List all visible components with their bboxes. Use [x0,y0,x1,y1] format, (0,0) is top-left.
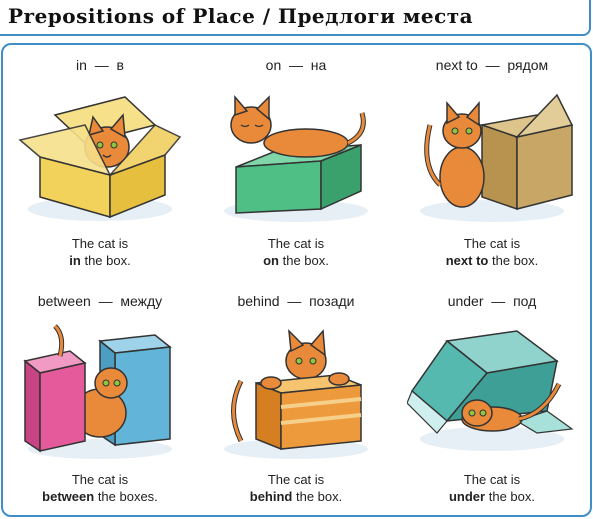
card-heading: next to — рядом [397,57,587,73]
word-russian: под [513,293,537,309]
caption-line-1: The cat is [71,236,129,251]
caption-tail: the box. [491,253,539,268]
word-russian: между [120,293,163,309]
card-heading: under — под [397,293,587,309]
heading-dash: — [289,57,304,73]
caption-line-1: The cat is [463,236,521,251]
word-russian: на [310,57,327,73]
illustration-cat-between-boxes [23,324,172,459]
caption-tail: the boxes. [97,489,158,504]
word-english: between [37,293,91,309]
card-next-to: next to — рядом The cat is next to the b… [397,45,587,275]
caption-tail: the box. [488,489,535,504]
word-english: next to [435,57,478,73]
caption-tail: the box. [282,253,329,268]
illustration-cat-next-to-box [420,93,574,222]
word-russian: рядом [507,57,549,73]
heading-dash: — [287,293,302,309]
word-english: under [447,293,484,309]
caption-keyword: under [448,489,486,504]
caption-line-1: The cat is [267,472,325,487]
card-behind: behind — позади The cat is behind the bo… [201,281,391,511]
heading-dash: — [94,57,109,73]
card-heading: in — в [5,57,195,73]
heading-dash: — [98,293,113,309]
illustration-cat-on-box [224,94,368,222]
word-russian: позади [309,293,355,309]
caption-keyword: behind [249,489,293,504]
caption-line-2: between the boxes. [5,489,195,504]
caption-line-2: under the box. [397,489,587,504]
illustration-cat-behind-box [224,328,368,459]
illustration-cat-under-box [407,330,574,451]
card-heading: between — между [5,293,195,309]
header-bar: Prepositions of Place / Предлоги места [0,0,591,36]
caption-line-2: on the box. [201,253,391,268]
heading-dash: — [491,293,506,309]
card-on: on — на The cat is on the box. [201,45,391,275]
word-russian: в [116,57,124,73]
caption-keyword: between [42,489,95,504]
caption-line-1: The cat is [267,236,325,251]
card-heading: behind — позади [201,293,391,309]
caption-line-2: in the box. [5,253,195,268]
caption-keyword: next to [445,253,489,268]
caption-keyword: on [263,253,279,268]
caption-line-2: next to the box. [397,253,587,268]
caption-tail: the box. [295,489,343,504]
caption-line-2: behind the box. [201,489,391,504]
heading-dash: — [485,57,500,73]
caption-line-1: The cat is [71,472,129,487]
page-title: Prepositions of Place / Предлоги места [8,4,474,28]
illustration-cat-in-box [18,96,182,221]
caption-tail: the box. [84,253,131,268]
card-under: under — под The cat is under the box. [397,281,587,511]
card-heading: on — на [201,57,391,73]
word-english: on [265,57,282,73]
word-english: in [76,57,87,73]
prepositions-panel: in — в The cat is in the box. on — на [1,43,592,517]
card-between: between — между The cat is between the b… [5,281,195,511]
caption-keyword: in [69,253,81,268]
caption-line-1: The cat is [463,472,521,487]
card-in: in — в The cat is in the box. [5,45,195,275]
word-english: behind [237,293,280,309]
